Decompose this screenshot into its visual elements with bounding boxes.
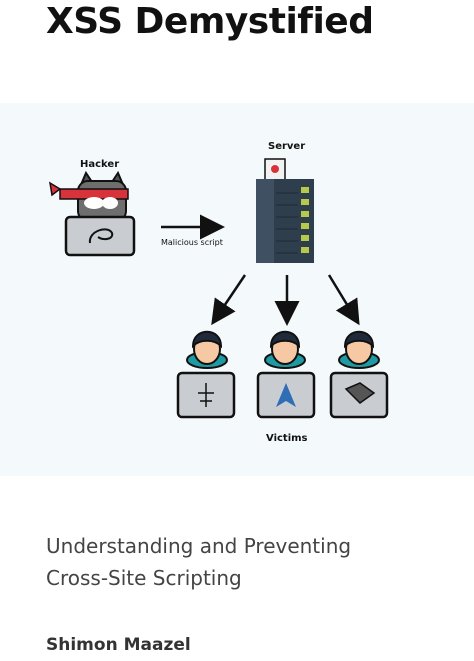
server-label: Server	[268, 141, 305, 152]
xss-illustration: Hacker Malicious script Server	[0, 103, 474, 476]
arrow-icon	[327, 274, 360, 326]
hacker-label: Hacker	[80, 159, 119, 170]
book-title: XSS Demystified	[46, 1, 374, 42]
arrow-icon	[211, 274, 247, 326]
victims-label: Victims	[266, 433, 308, 444]
victim-icon	[256, 330, 316, 419]
victim-icon	[329, 330, 389, 419]
subtitle-line-1: Understanding and Preventing	[46, 534, 352, 558]
hacker-cat-icon	[48, 170, 136, 257]
subtitle-line-2: Cross-Site Scripting	[46, 566, 242, 590]
victim-icon	[176, 330, 236, 419]
malicious-script-label: Malicious script	[161, 238, 223, 247]
author-name: Shimon Maazel	[46, 635, 191, 655]
book-subtitle: Understanding and Preventing Cross-Site …	[46, 530, 446, 594]
xss-diagram: Hacker Malicious script Server	[48, 141, 389, 444]
server-icon	[256, 158, 314, 263]
